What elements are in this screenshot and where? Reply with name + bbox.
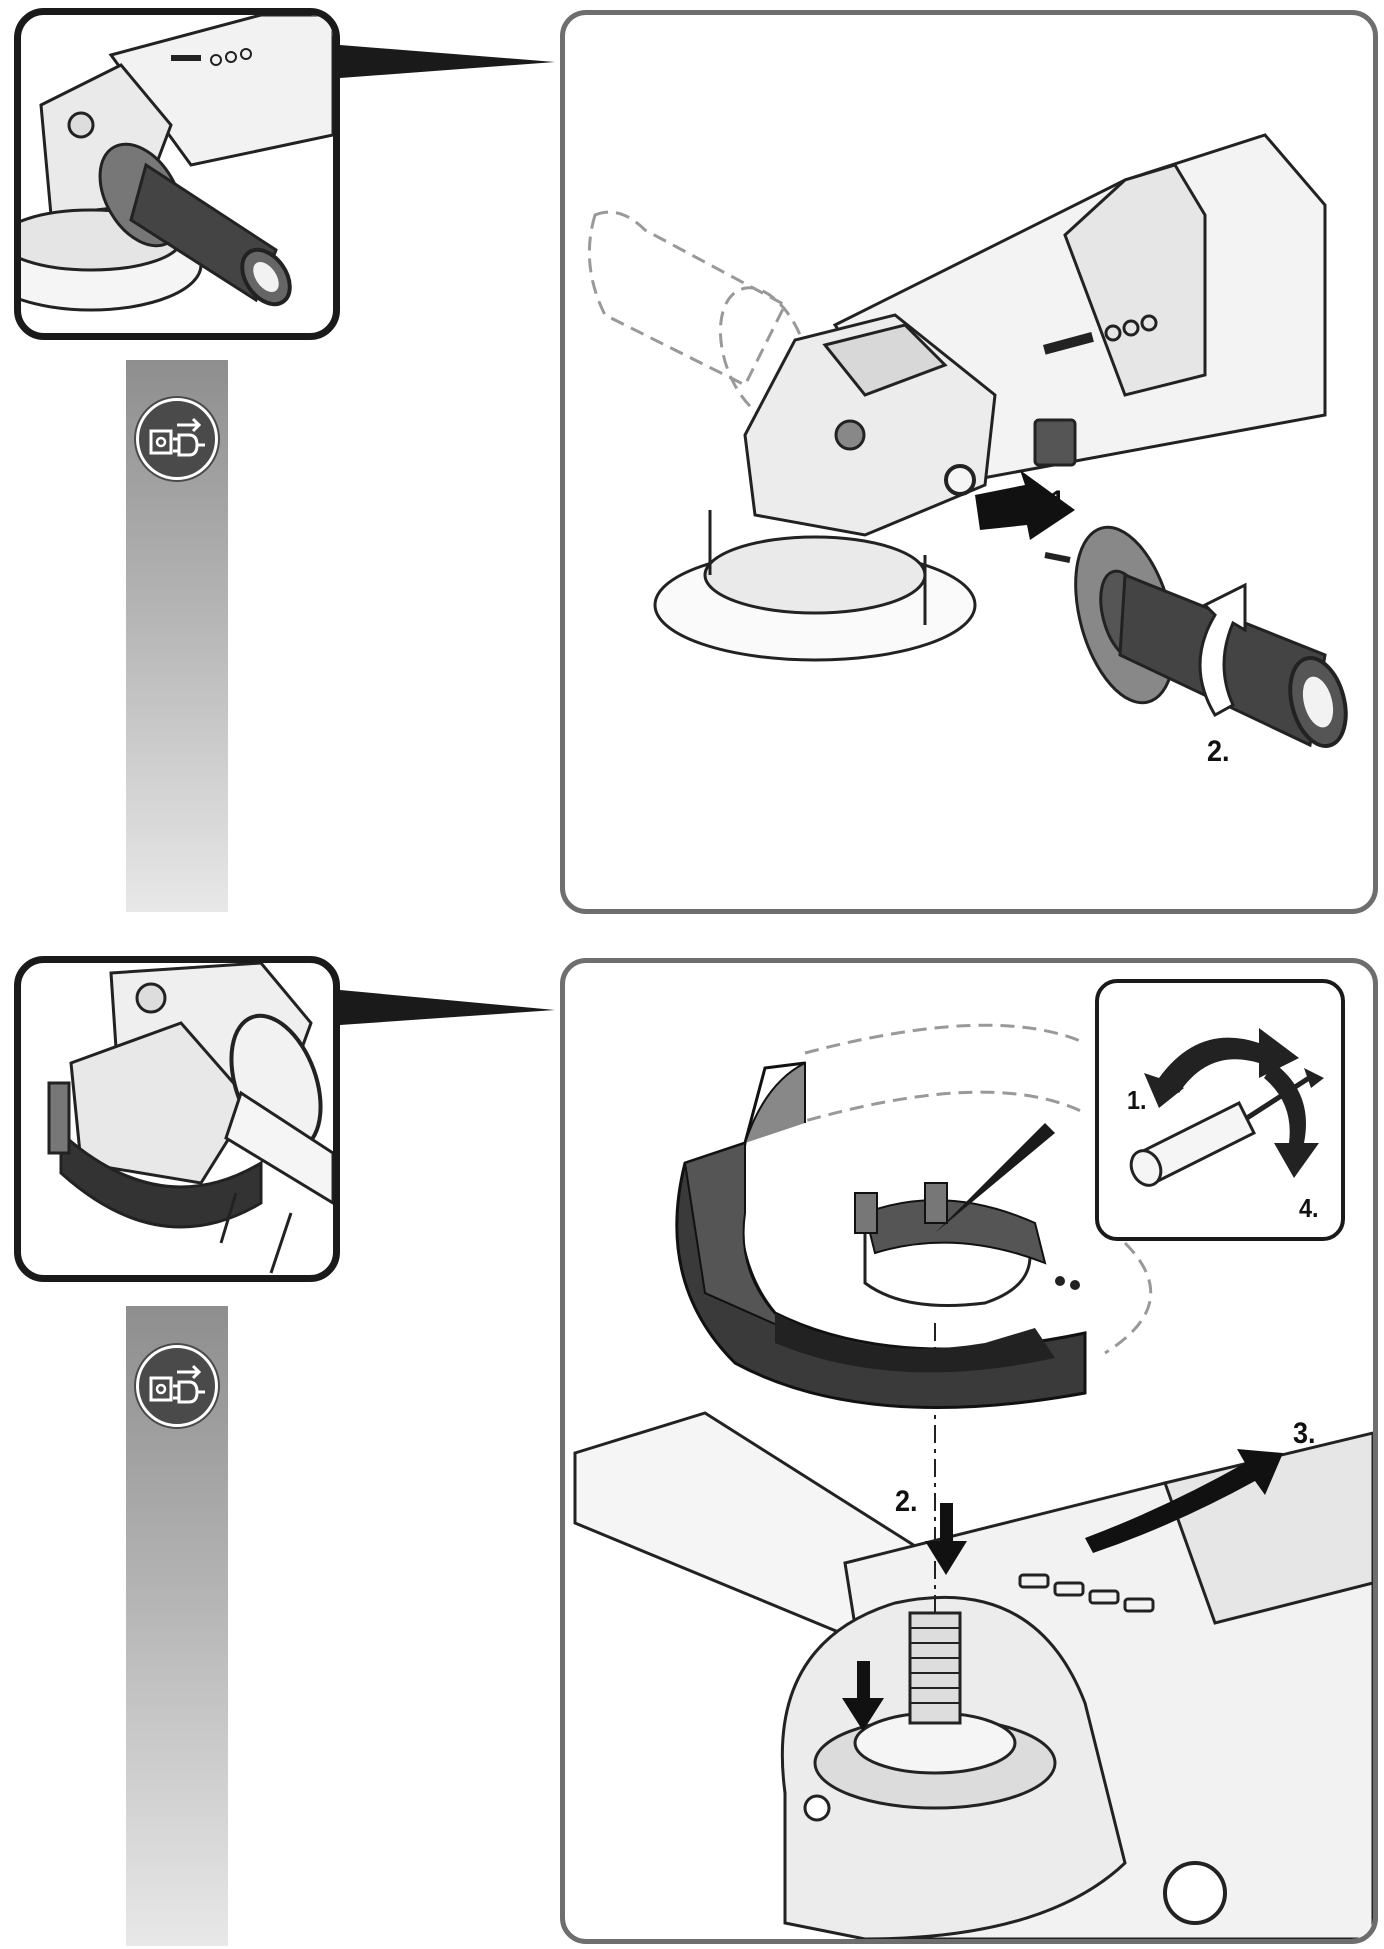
step-label-2: 2. bbox=[1207, 735, 1230, 768]
inset-screwdriver: 1. 4. bbox=[1095, 979, 1345, 1241]
guard-mounting-drawing bbox=[573, 1023, 1373, 1939]
panel-attach-auxiliary-handle: 1. 2. bbox=[560, 10, 1378, 914]
step-label-1: 1. bbox=[1050, 485, 1073, 518]
inset-step-label-1: 1. bbox=[1127, 1085, 1147, 1115]
panel-attach-guard: 1. 4. 2. 3. bbox=[560, 958, 1378, 1944]
unplug-power-icon bbox=[136, 1345, 218, 1427]
thumbnail-guard-mounted bbox=[14, 956, 340, 1282]
thumbnail-guard-drawing bbox=[47, 963, 333, 1274]
thumbnail-handle-mounted bbox=[14, 8, 340, 340]
unplug-power-icon bbox=[136, 398, 218, 480]
inset-step-label-4: 4. bbox=[1299, 1193, 1319, 1223]
screwdriver-drawing bbox=[1129, 1028, 1324, 1187]
thumbnail-grinder-drawing bbox=[21, 15, 333, 312]
step-label-2: 2. bbox=[895, 1485, 918, 1518]
grinder-handle-drawing bbox=[587, 133, 1348, 748]
step-label-3: 3. bbox=[1293, 1417, 1316, 1450]
